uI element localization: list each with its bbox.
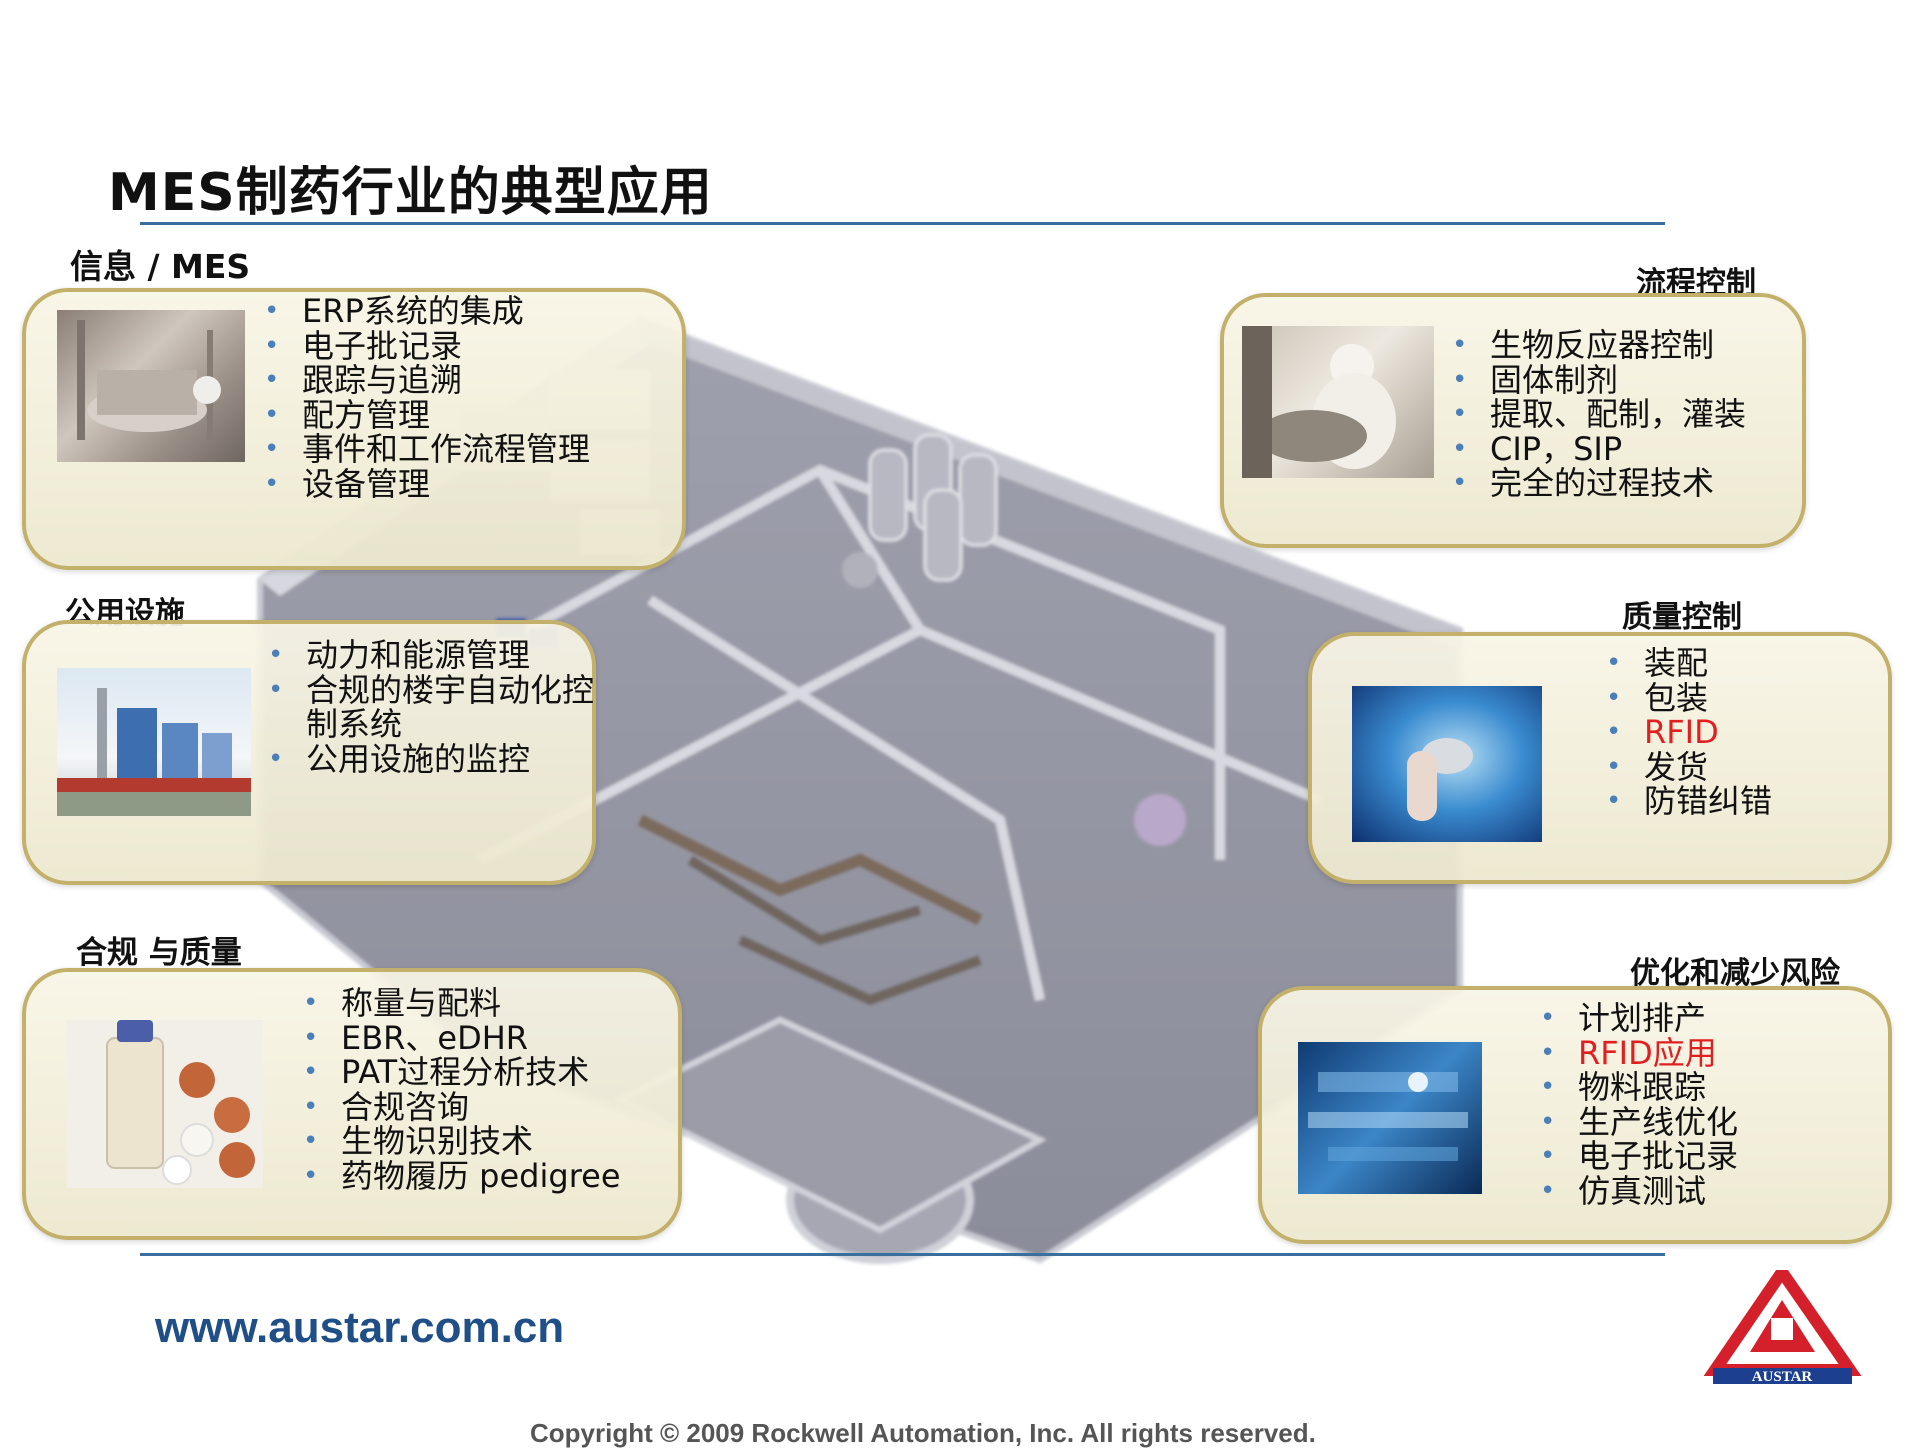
optimize-item: 计划排产 <box>1540 1001 1738 1036</box>
optimize-item: 电子批记录 <box>1540 1139 1738 1174</box>
section-label-optimize: 优化和减少风险 <box>1630 956 1840 991</box>
process-item: 完全的过程技术 <box>1452 466 1746 501</box>
quality-item: 包装 <box>1606 680 1772 716</box>
process-item: CIP，SIP <box>1452 431 1746 467</box>
optimize-item: 物料跟踪 <box>1540 1070 1738 1105</box>
quality-item: 装配 <box>1606 646 1772 681</box>
compliance-item: 称量与配料 <box>303 986 621 1021</box>
info-item: ERP系统的集成 <box>264 294 590 329</box>
rfid-chip-photo <box>1352 686 1542 842</box>
info-list: ERP系统的集成 电子批记录 跟踪与追溯 配方管理 事件和工作流程管理 设备管理 <box>264 294 590 501</box>
website-url: www.austar.com.cn <box>155 1303 565 1352</box>
bioreactor-photo <box>1242 326 1434 478</box>
compliance-item: 合规咨询 <box>303 1089 621 1125</box>
info-item: 跟踪与追溯 <box>264 363 590 398</box>
quality-list: 装配 包装 RFID 发货 防错纠错 <box>1606 646 1772 819</box>
compliance-item: 药物履历 pedigree <box>303 1158 621 1194</box>
compliance-list: 称量与配料 EBR、eDHR PAT过程分析技术 合规咨询 生物识别技术 药物履… <box>303 986 621 1193</box>
utilities-list: 动力和能源管理 合规的楼宇自动化控制系统 公用设施的监控 <box>268 638 598 776</box>
utilities-item: 合规的楼宇自动化控制系统 <box>268 672 598 742</box>
production-line-image <box>1308 1072 1468 1161</box>
quality-item-highlight: RFID <box>1606 715 1772 750</box>
compliance-item: PAT过程分析技术 <box>303 1055 621 1090</box>
section-label-quality: 质量控制 <box>1622 600 1742 635</box>
info-item: 电子批记录 <box>264 328 590 364</box>
vial-tablets-photo <box>67 1020 263 1188</box>
optimize-list: 计划排产 RFID应用 物料跟踪 生产线优化 电子批记录 仿真测试 <box>1540 1001 1738 1208</box>
optimize-item: 生产线优化 <box>1540 1104 1738 1140</box>
process-item: 提取、配制，灌装 <box>1452 397 1746 432</box>
section-label-info: 信息 / MES <box>70 247 251 286</box>
rfid-chip-image <box>1407 738 1473 821</box>
optimize-item-highlight: RFID应用 <box>1540 1035 1738 1071</box>
info-item: 配方管理 <box>264 397 590 433</box>
quality-item: 防错纠错 <box>1606 784 1772 819</box>
compliance-item: EBR、eDHR <box>303 1020 621 1056</box>
info-item: 事件和工作流程管理 <box>264 432 590 467</box>
top-divider <box>140 222 1665 225</box>
copyright-notice: Copyright © 2009 Rockwell Automation, In… <box>530 1418 1316 1448</box>
production-line-photo <box>1298 1042 1482 1194</box>
production-floor-image <box>77 320 221 440</box>
page-title: MES制药行业的典型应用 <box>108 163 713 223</box>
utility-plant-image <box>57 688 251 816</box>
utility-plant-photo <box>57 668 251 816</box>
section-label-compliance: 合规 与质量 <box>76 935 242 971</box>
logo-text: AUSTAR <box>1752 1369 1813 1385</box>
production-floor-photo <box>57 310 245 462</box>
process-item: 固体制剂 <box>1452 362 1746 398</box>
quality-item: 发货 <box>1606 749 1772 785</box>
utilities-item: 动力和能源管理 <box>268 638 598 673</box>
info-item: 设备管理 <box>264 466 590 502</box>
bottom-divider <box>140 1253 1665 1256</box>
optimize-item: 仿真测试 <box>1540 1173 1738 1209</box>
bioreactor-image <box>1242 326 1396 478</box>
process-list: 生物反应器控制 固体制剂 提取、配制，灌装 CIP，SIP 完全的过程技术 <box>1452 328 1746 501</box>
process-item: 生物反应器控制 <box>1452 328 1746 363</box>
utilities-item: 公用设施的监控 <box>268 741 598 777</box>
austar-logo: AUSTAR <box>1703 1270 1862 1385</box>
compliance-item: 生物识别技术 <box>303 1124 621 1159</box>
vial-tablets-image <box>106 1020 255 1185</box>
